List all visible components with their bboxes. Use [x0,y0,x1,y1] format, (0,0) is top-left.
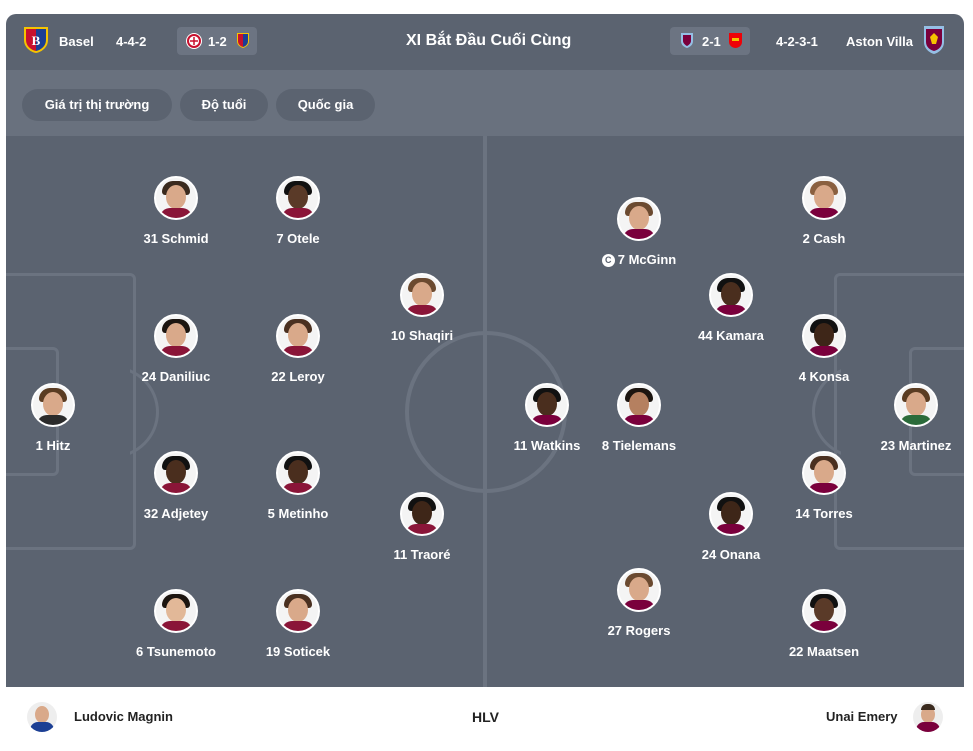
arsenal-crest-icon [728,32,743,49]
player-avatar [802,314,846,358]
player-avatar [276,314,320,358]
player-label: 27 Rogers [607,623,671,638]
away-coach-name[interactable]: Unai Emery [826,709,898,724]
player-label: 8 Tielemans [601,438,677,453]
player-label: 24 Onana [701,547,761,562]
player-avatar [31,383,75,427]
player-label: 23 Martinez [880,438,952,453]
filter-nationality-chip[interactable]: Quốc gia [276,89,375,121]
home-last-score: 1-2 [208,34,227,49]
player-label: 10 Shaqiri [390,328,454,343]
player-home-traore[interactable]: 11 Traoré [357,492,487,562]
player-home-daniliuc[interactable]: 24 Daniliuc [111,314,241,384]
player-label: 11 Traoré [393,547,451,562]
player-label: 1 Hitz [35,438,71,453]
player-avatar [802,451,846,495]
player-avatar [154,176,198,220]
player-away-tielemans[interactable]: 8 Tielemans [574,383,704,453]
player-label: 22 Maatsen [788,644,860,659]
home-team-name[interactable]: Basel [59,34,94,49]
player-avatar [709,273,753,317]
lineup-title: XI Bắt Đầu Cuối Cùng [406,32,572,49]
player-avatar [154,589,198,633]
player-label: 11 Watkins [513,438,581,453]
filter-market-value-chip[interactable]: Giá trị thị trường [22,89,172,121]
player-avatar [802,589,846,633]
home-coach-name[interactable]: Ludovic Magnin [74,709,173,724]
player-label: 2 Cash [802,231,846,246]
player-label: 4 Konsa [798,369,850,384]
player-home-schmid[interactable]: 31 Schmid [111,176,241,246]
player-label: 5 Metinho [267,506,329,521]
coach-label: HLV [472,709,499,725]
opponent-crest-icon [186,33,202,49]
player-away-maatsen[interactable]: 22 Maatsen [759,589,889,659]
player-label: 24 Daniliuc [141,369,211,384]
player-avatar [400,273,444,317]
player-avatar [276,589,320,633]
lineup-header: B Basel 4-4-2 1-2 XI Bắt Đầu Cuối Cùng 2… [6,14,964,70]
player-label: 14 Torres [795,506,853,521]
player-label: 31 Schmid [143,231,209,246]
player-away-onana[interactable]: 24 Onana [666,492,796,562]
home-formation: 4-4-2 [116,34,147,49]
away-last-score: 2-1 [702,34,721,49]
player-avatar [154,451,198,495]
player-label: 19 Soticek [265,644,331,659]
player-home-tsunemoto[interactable]: 6 Tsunemoto [111,589,241,659]
player-avatar [709,492,753,536]
player-home-otele[interactable]: 7 Otele [233,176,363,246]
basel-small-crest-icon [236,32,250,49]
aston-villa-crest-icon[interactable] [923,25,945,55]
captain-badge-icon: C [601,254,615,267]
player-avatar [617,568,661,612]
player-avatar [400,492,444,536]
player-avatar [802,176,846,220]
filter-age-chip[interactable]: Độ tuổi [180,89,268,121]
away-formation: 4-2-3-1 [776,34,818,49]
player-avatar [276,451,320,495]
player-avatar [894,383,938,427]
away-last-match[interactable]: 2-1 [670,27,750,55]
home-last-match[interactable]: 1-2 [177,27,257,55]
away-coach-avatar[interactable] [913,702,943,732]
player-avatar [276,176,320,220]
player-label: 6 Tsunemoto [136,644,216,659]
player-label: 32 Adjetey [143,506,209,521]
player-away-watkins[interactable]: 11 Watkins [482,383,612,453]
player-away-cash[interactable]: 2 Cash [759,176,889,246]
pitch: 31 Schmid 7 Otele 10 Shaqiri 24 Daniliuc… [6,136,964,687]
coaches-footer: Ludovic Magnin HLV Unai Emery [0,687,973,751]
player-avatar [617,383,661,427]
player-away-konsa[interactable]: 4 Konsa [759,314,889,384]
away-team-name[interactable]: Aston Villa [846,34,913,49]
player-home-leroy[interactable]: 22 Leroy [233,314,363,384]
player-avatar [154,314,198,358]
player-home-soticek[interactable]: 19 Soticek [233,589,363,659]
player-label: 44 Kamara [698,328,764,343]
filter-bar: Giá trị thị trường Độ tuổi Quốc gia [6,70,964,136]
player-home-metinho[interactable]: 5 Metinho [233,451,363,521]
player-away-rogers[interactable]: 27 Rogers [574,568,704,638]
player-avatar [525,383,569,427]
player-home-adjetey[interactable]: 32 Adjetey [111,451,241,521]
player-label: 7 Otele [276,231,320,246]
lineup-card: B Basel 4-4-2 1-2 XI Bắt Đầu Cuối Cùng 2… [6,14,964,751]
player-away-torres[interactable]: 14 Torres [759,451,889,521]
player-away-kamara[interactable]: 44 Kamara [666,273,796,343]
player-away-martinez[interactable]: 23 Martinez [851,383,964,453]
player-avatar [617,197,661,241]
villa-small-crest-icon [680,32,694,49]
svg-text:B: B [32,33,41,48]
home-coach-avatar[interactable] [27,702,57,732]
basel-crest-icon[interactable]: B [23,26,49,54]
player-home-hitz[interactable]: 1 Hitz [6,383,118,453]
player-home-shaqiri[interactable]: 10 Shaqiri [357,273,487,343]
player-label-text: 7 McGinn [617,252,677,267]
player-label: 22 Leroy [271,369,325,384]
